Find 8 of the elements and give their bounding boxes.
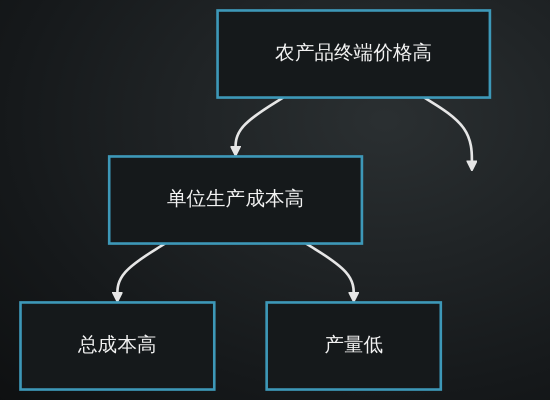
arrow — [305, 242, 360, 303]
node-box: 总成本高 — [19, 301, 216, 391]
arrow — [424, 96, 478, 172]
node-box: 单位生产成本高 — [108, 155, 364, 245]
arrow — [112, 242, 166, 303]
arrow — [230, 96, 284, 157]
node-box: 农产品终端价格高 — [216, 9, 492, 99]
node-box: 产量低 — [265, 301, 442, 391]
